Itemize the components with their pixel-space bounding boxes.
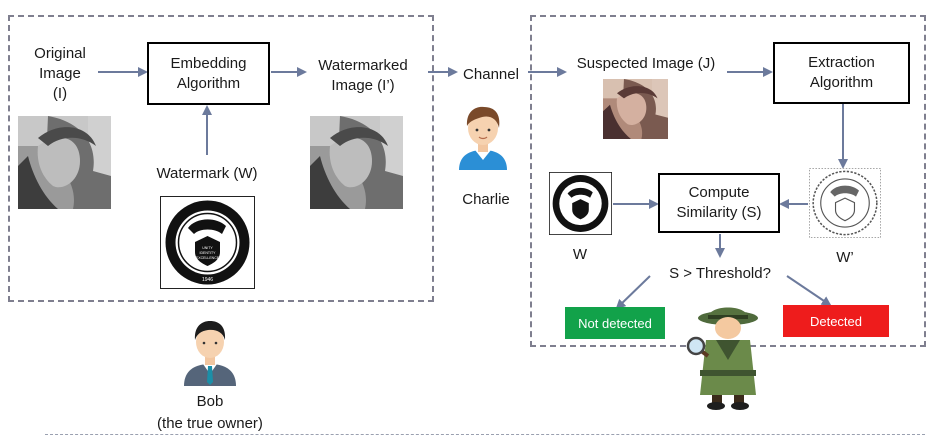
bob-label: Bob (the true owner) <box>157 393 263 432</box>
channel-label: Channel <box>463 66 519 83</box>
compute-similarity-box: Compute Similarity (S) <box>658 173 780 233</box>
embedding-algorithm-box: Embedding Algorithm <box>147 42 270 105</box>
original-image <box>18 116 111 209</box>
w-prime-label: W’ <box>836 249 854 266</box>
owner-panel <box>8 15 434 302</box>
not-detected-badge: Not detected <box>565 307 665 339</box>
charlie-avatar <box>453 100 513 170</box>
watermarked-image-label: Watermarked Image (I’) <box>318 57 408 94</box>
bottom-divider <box>45 434 925 435</box>
detected-badge: Detected <box>783 305 889 337</box>
detective-figure <box>686 300 766 412</box>
arrow-threshold-to-detected <box>786 275 832 307</box>
arrow-threshold-to-not-detected <box>615 275 651 310</box>
threshold-label: S > Threshold? <box>669 265 771 282</box>
extraction-algorithm-box: Extraction Algorithm <box>773 42 910 104</box>
suspected-image <box>603 79 668 139</box>
watermark-label: Watermark (W) <box>156 165 258 182</box>
bob-avatar <box>180 316 240 386</box>
original-image-label: Original Image (I) <box>34 45 86 102</box>
w-label: W <box>572 246 588 263</box>
svg-text:EXCELLENCE: EXCELLENCE <box>196 256 220 260</box>
svg-text:UNITY: UNITY <box>202 246 213 250</box>
svg-text:IDENTITY: IDENTITY <box>200 251 217 255</box>
watermark-seal-w-prime <box>809 168 881 238</box>
watermarked-image <box>310 116 403 209</box>
suspected-image-label: Suspected Image (J) <box>576 55 716 72</box>
watermark-seal-w <box>549 172 612 235</box>
svg-text:1946: 1946 <box>202 277 213 283</box>
charlie-label: Charlie <box>462 191 510 208</box>
watermark-seal-large: UNITY IDENTITY EXCELLENCE 1946 <box>160 196 255 289</box>
